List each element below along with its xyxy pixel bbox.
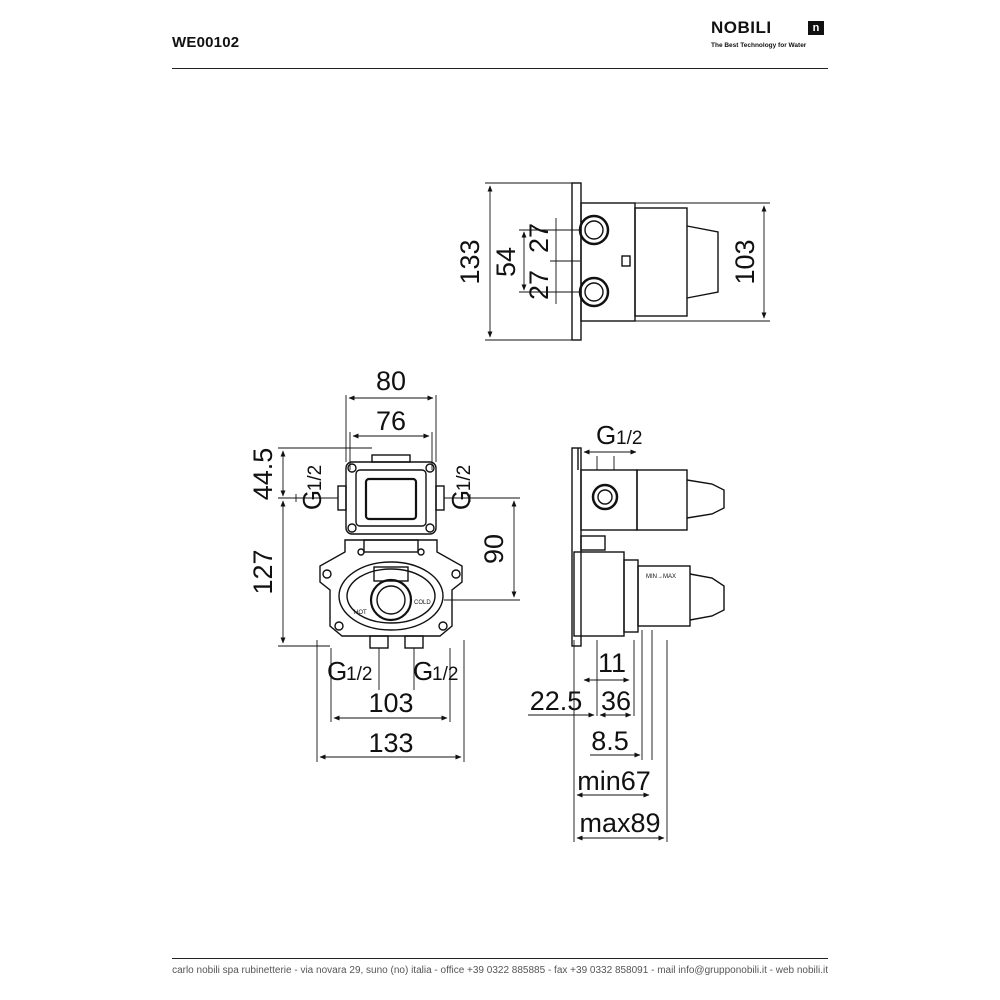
top-view-plate: [571, 182, 582, 341]
dim-side-22-5: 22.5: [530, 686, 583, 716]
dim-side-min67: min67: [577, 766, 651, 796]
side-thread-frac: 1/2: [616, 428, 642, 449]
dim-front-127: 127: [248, 549, 278, 594]
thread-bottom-right-g: G: [413, 656, 433, 686]
top-port-lower: [578, 276, 610, 308]
dim-front-90: 90: [479, 534, 509, 564]
side-lower-cartridge: [637, 565, 691, 627]
brand-name: NOBILI: [711, 18, 772, 37]
thread-right-g: G: [446, 490, 476, 510]
top-view-body: [580, 202, 636, 322]
side-thread-g: G: [596, 420, 616, 450]
label-min-max: MIN→MAX: [646, 574, 676, 580]
dim-top-27-upper: 27: [524, 223, 554, 253]
side-connector: [580, 535, 606, 551]
header-divider: [172, 68, 828, 69]
bottom-right-inlet: [404, 635, 424, 649]
right-outlet: [435, 485, 445, 511]
brand-tagline: The Best Technology for Water: [711, 42, 807, 49]
dim-top-54: 54: [491, 247, 521, 277]
dim-front-133: 133: [368, 728, 413, 758]
dim-front-44-5: 44.5: [248, 448, 278, 501]
top-view-handle: [686, 225, 719, 299]
dim-front-76: 76: [376, 406, 406, 436]
side-view: [528, 447, 725, 842]
side-upper-cartridge: [636, 469, 688, 531]
thread-bottom-left-g: G: [327, 656, 347, 686]
top-port-upper: [578, 214, 610, 246]
dim-top-103: 103: [730, 239, 760, 284]
footer-divider: [172, 958, 828, 959]
brand-logo: NOBILI n The Best Technology for Water: [711, 18, 831, 49]
top-view: [485, 182, 770, 341]
company-footer: carlo nobili spa rubinetterie - via nova…: [172, 965, 828, 976]
cartridge-circle: [369, 578, 413, 622]
side-upper-body: [580, 469, 638, 531]
left-outlet: [337, 485, 347, 511]
side-port: [591, 483, 619, 511]
label-hot: HOT: [354, 610, 367, 616]
dim-top-27-lower: 27: [524, 270, 554, 300]
dim-side-36: 36: [601, 686, 631, 716]
thread-bottom-left-frac: 1/2: [346, 664, 372, 685]
dim-front-103: 103: [368, 688, 413, 718]
product-code: WE00102: [172, 34, 240, 51]
thread-bottom-right-frac: 1/2: [432, 664, 458, 685]
bottom-left-inlet: [369, 635, 389, 649]
top-view-cartridge: [634, 207, 688, 317]
thread-right-frac: 1/2: [454, 465, 475, 491]
label-cold: COLD: [414, 600, 431, 606]
dim-side-11: 11: [598, 648, 626, 678]
lower-body: [319, 539, 463, 637]
thread-left-frac: 1/2: [305, 465, 326, 491]
upper-box: [345, 461, 437, 535]
dim-top-133: 133: [455, 239, 485, 284]
thread-left-g: G: [297, 490, 327, 510]
brand-mark-icon: n: [808, 21, 824, 35]
dim-side-max89: max89: [579, 808, 660, 838]
dim-side-8-5: 8.5: [591, 726, 629, 756]
dim-front-80: 80: [376, 366, 406, 396]
front-view: [278, 395, 520, 762]
